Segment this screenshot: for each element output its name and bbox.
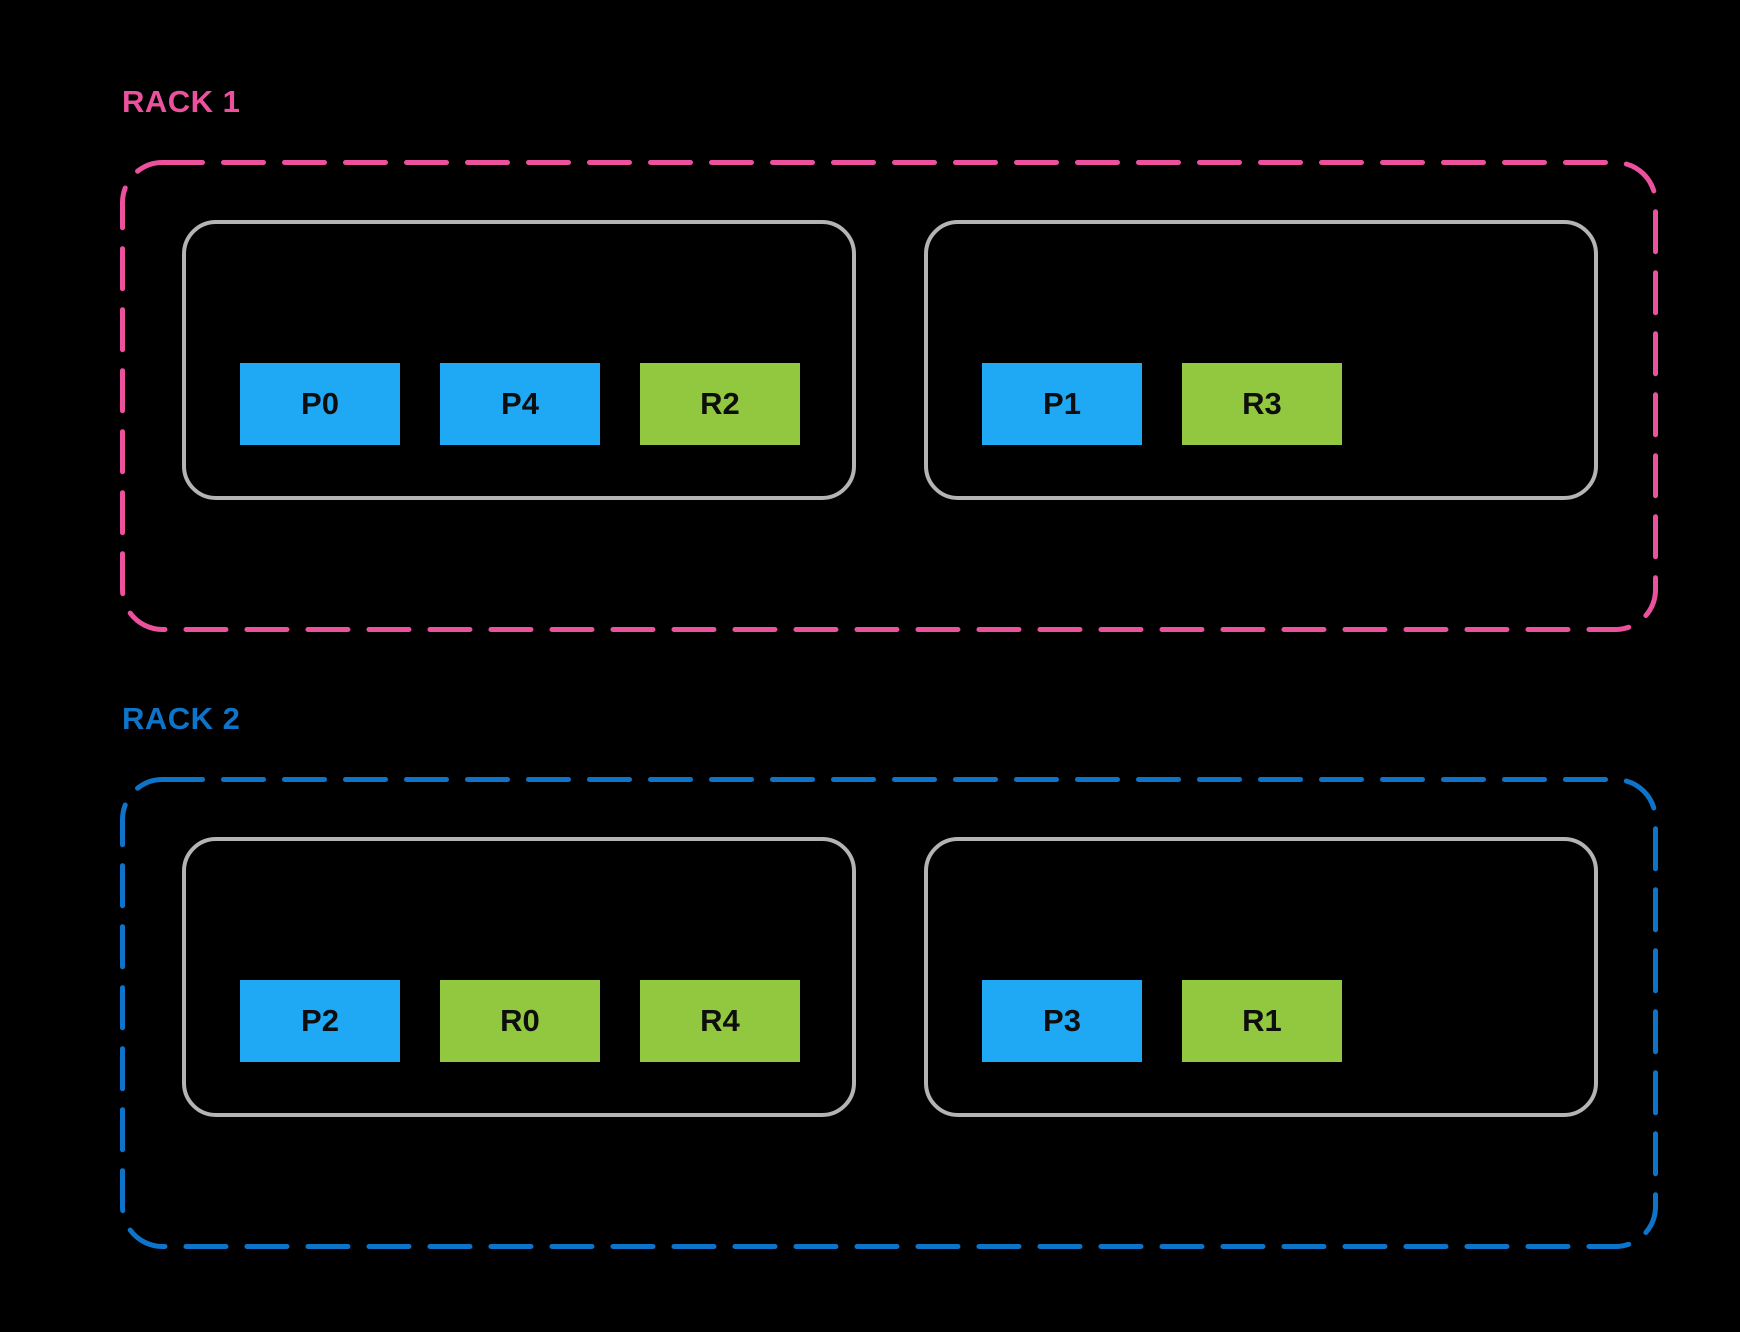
primary-shard-block: P0 <box>240 363 400 445</box>
primary-shard-block: P1 <box>982 363 1142 445</box>
host-box: P3 R1 <box>924 837 1598 1117</box>
rack-label: RACK 1 <box>122 84 241 119</box>
replica-shard-block: R0 <box>440 980 600 1062</box>
rack-label: RACK 2 <box>122 701 241 736</box>
host-box: P1 R3 <box>924 220 1598 500</box>
host-box: P0 P4 R2 <box>182 220 856 500</box>
replica-shard-block: R4 <box>640 980 800 1062</box>
primary-shard-block: P2 <box>240 980 400 1062</box>
rack-dashed-border <box>120 777 1658 1249</box>
shard-row: P1 R3 <box>982 363 1342 445</box>
replica-shard-block: R3 <box>1182 363 1342 445</box>
rack-group-1: RACK 1 P0 P4 R2 P1 R3 <box>120 86 1658 632</box>
primary-shard-block: P3 <box>982 980 1142 1062</box>
replica-shard-block: R1 <box>1182 980 1342 1062</box>
rack-dashed-border <box>120 160 1658 632</box>
primary-shard-block: P4 <box>440 363 600 445</box>
shard-row: P2 R0 R4 <box>240 980 800 1062</box>
replica-shard-block: R2 <box>640 363 800 445</box>
shard-row: P0 P4 R2 <box>240 363 800 445</box>
host-box: P2 R0 R4 <box>182 837 856 1117</box>
shard-row: P3 R1 <box>982 980 1342 1062</box>
rack-group-2: RACK 2 P2 R0 R4 P3 R1 <box>120 703 1658 1249</box>
